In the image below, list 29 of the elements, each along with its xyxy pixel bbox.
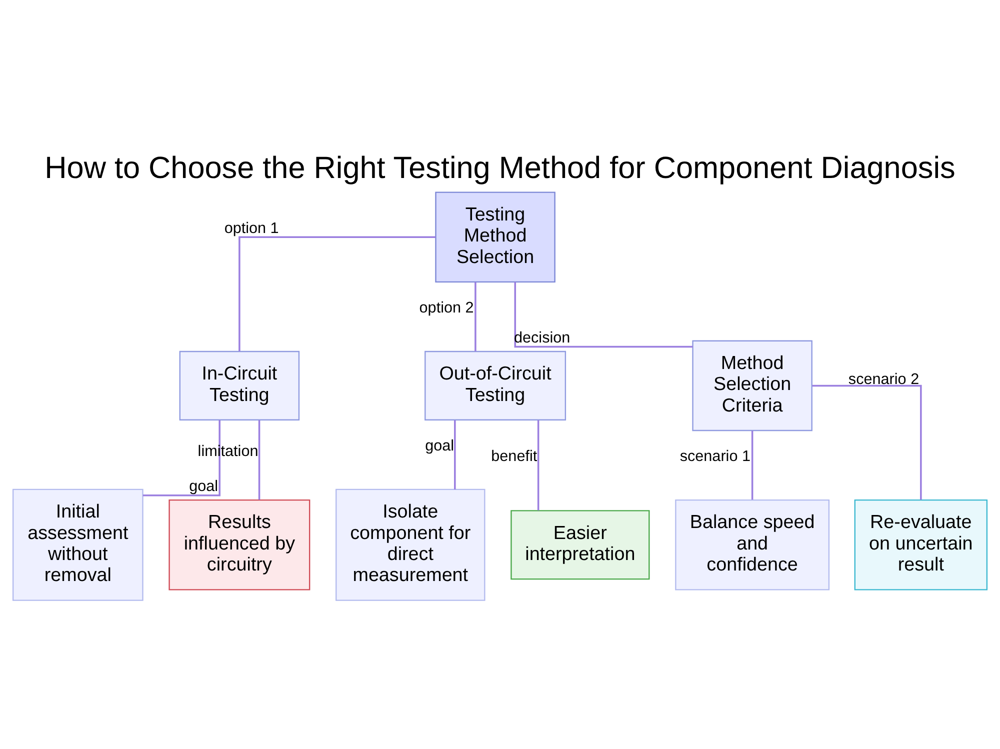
edge-label: goal: [189, 478, 218, 496]
node-box: Method Selection Criteria: [692, 340, 812, 432]
node-box: In-Circuit Testing: [179, 350, 300, 420]
connector: [751, 430, 754, 500]
edge-label: limitation: [198, 442, 258, 460]
edge-label: benefit: [491, 448, 538, 466]
node-box: Re-evaluate on uncertain result: [854, 499, 988, 590]
connector: [537, 420, 540, 510]
edge-label: goal: [425, 438, 454, 455]
node-box: Balance speed and confidence: [675, 499, 830, 590]
node-box: Easier interpretation: [510, 510, 650, 580]
node-box: Initial assessment without removal: [12, 488, 144, 601]
connector: [142, 420, 220, 496]
node-box: Results influenced by circuitry: [168, 499, 310, 590]
connector: [454, 420, 456, 490]
edge-label: option 2: [419, 299, 474, 316]
edge-label: option 1: [224, 220, 279, 237]
node-box: Testing Method Selection: [435, 192, 556, 283]
node-box: Isolate component for direct measurement: [336, 488, 486, 601]
connector: [474, 282, 476, 352]
edge-label: decision: [514, 330, 570, 347]
edge-label: scenario 1: [680, 448, 750, 465]
connector: [812, 384, 922, 500]
connector: [238, 236, 436, 352]
connector: [514, 282, 693, 348]
diagram-title: How to Choose the Right Testing Method for Component Diagnosis: [44, 150, 956, 185]
connector: [258, 420, 260, 500]
edge-label: scenario 2: [848, 371, 920, 388]
node-box: Out-of-Circuit Testing: [424, 350, 566, 420]
